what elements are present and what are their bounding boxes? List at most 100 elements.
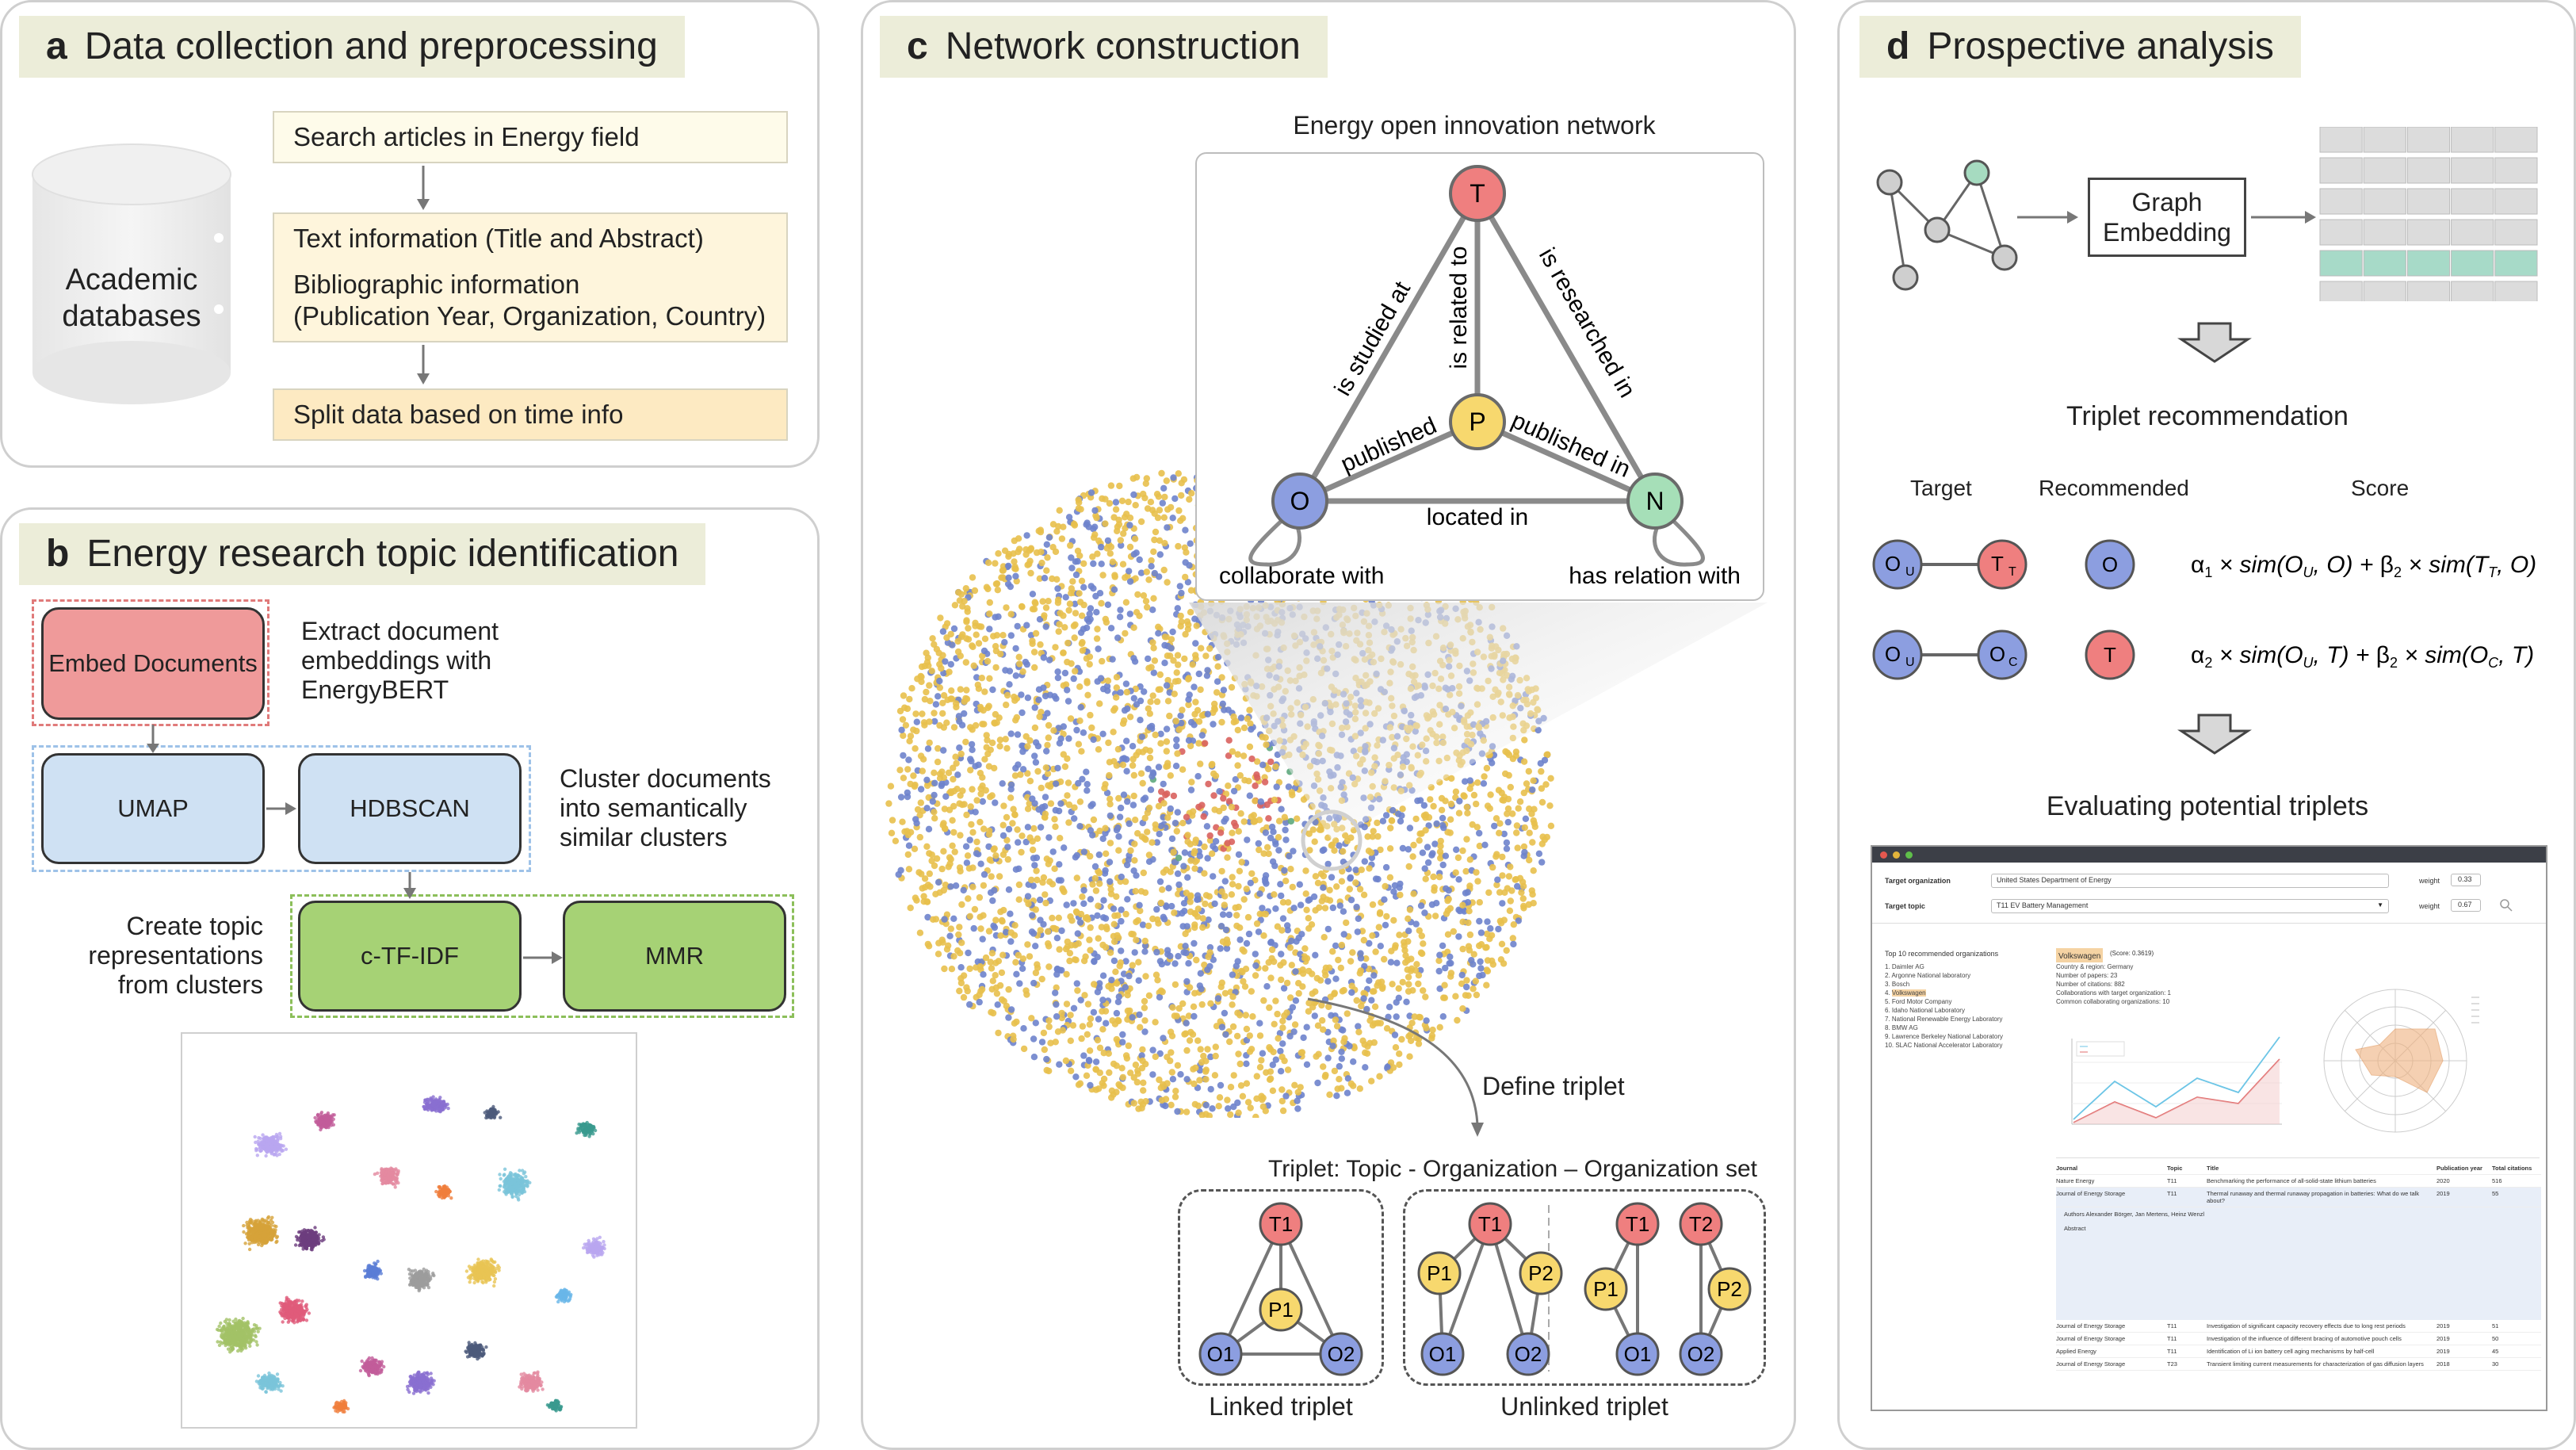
org-rank: 7. bbox=[1885, 1016, 1892, 1023]
cluster-dashed-frame bbox=[32, 745, 531, 872]
table-header-cell: Publication year bbox=[2436, 1165, 2482, 1172]
table-cell: 45 bbox=[2492, 1348, 2499, 1355]
unlinked-b-t1: T1 bbox=[1615, 1202, 1660, 1246]
org-name: Argonne National laboratory bbox=[1891, 972, 1971, 979]
row2-target-a-label: O bbox=[1885, 642, 1901, 666]
weight1-label: weight bbox=[2419, 877, 2440, 885]
unlinked-b-p1-label: P1 bbox=[1593, 1277, 1619, 1301]
unlinked-a-o1: O1 bbox=[1420, 1332, 1465, 1376]
org-list-item[interactable]: 5. Ford Motor Company bbox=[1885, 997, 2043, 1006]
table-cell: Journal of Energy Storage bbox=[2056, 1360, 2126, 1368]
search-icon[interactable] bbox=[2498, 897, 2514, 913]
unlinked-triplet-frame bbox=[1403, 1189, 1766, 1386]
node-t-label: T bbox=[1470, 179, 1485, 208]
org-detail-line: Country & region: Germany bbox=[2056, 963, 2134, 970]
edge-related-to: is related to bbox=[1446, 246, 1472, 369]
topic-note-line3: from clusters bbox=[117, 970, 263, 999]
edge-has-relation-with: has relation with bbox=[1569, 563, 1741, 589]
org-list-item[interactable]: 10. SLAC National Accelerator Laboratory bbox=[1885, 1041, 2043, 1050]
org-list-item[interactable]: 2. Argonne National laboratory bbox=[1885, 971, 2043, 980]
table-cell: 2018 bbox=[2436, 1360, 2450, 1368]
row1-coef2-sub: 2 bbox=[2394, 564, 2402, 580]
row2-coef2-sub: 2 bbox=[2390, 655, 2398, 671]
embed-note-line1: Extract document bbox=[301, 617, 499, 645]
table-cell: Journal of Energy Storage bbox=[2056, 1335, 2126, 1342]
node-o: O bbox=[1271, 472, 1328, 530]
row2-recommended: T bbox=[2085, 629, 2135, 680]
row2-coef1: α bbox=[2191, 642, 2204, 668]
weight1-input[interactable]: 0.33 bbox=[2451, 874, 2481, 886]
org-list-item[interactable]: 1. Daimler AG bbox=[1885, 962, 2043, 971]
linked-p1: P1 bbox=[1259, 1287, 1303, 1332]
cluster-note: Cluster documents into semantically simi… bbox=[560, 764, 771, 852]
org-name: Daimler AG bbox=[1891, 963, 1924, 970]
weight2-label: weight bbox=[2419, 902, 2440, 910]
linked-t1: T1 bbox=[1259, 1202, 1303, 1246]
row1-target-b-sub: T bbox=[2008, 565, 2016, 579]
define-triplet-arrow bbox=[1307, 997, 1484, 1137]
table-cell: Nature Energy bbox=[2056, 1177, 2095, 1184]
edge-collaborate-with: collaborate with bbox=[1219, 563, 1384, 589]
embedding-arrows bbox=[2017, 211, 2316, 224]
down-arrow-1 bbox=[2177, 322, 2252, 363]
org-list-item[interactable]: 3. Bosch bbox=[1885, 980, 2043, 989]
unlinked-a-p1: P1 bbox=[1417, 1251, 1462, 1295]
node-p-label: P bbox=[1469, 407, 1485, 436]
row2-target-b-sub: C bbox=[2008, 656, 2018, 669]
org-list-item[interactable]: 7. National Renewable Energy Laboratory bbox=[1885, 1015, 2043, 1023]
org-name: National Renewable Energy Laboratory bbox=[1891, 1016, 2003, 1023]
table-cell: 2019 bbox=[2436, 1322, 2450, 1329]
close-dot-icon[interactable] bbox=[1880, 851, 1887, 859]
node-n-label: N bbox=[1645, 487, 1664, 515]
network-title: Energy open innovation network bbox=[1293, 111, 1656, 140]
table-header-cell: Topic bbox=[2167, 1165, 2183, 1172]
minimize-dot-icon[interactable] bbox=[1893, 851, 1900, 859]
org-list-item[interactable]: 6. Idaho National Laboratory bbox=[1885, 1006, 2043, 1015]
org-rank: 2. bbox=[1885, 972, 1892, 979]
org-rank: 8. bbox=[1885, 1024, 1892, 1031]
authors-label: Authors bbox=[2064, 1211, 2086, 1218]
org-detail-line: Common collaborating organizations: 10 bbox=[2056, 998, 2170, 1005]
org-name: Lawrence Berkeley National Laboratory bbox=[1891, 1033, 2003, 1040]
maximize-dot-icon[interactable] bbox=[1905, 851, 1913, 859]
row2-target-a-sub: U bbox=[1905, 656, 1915, 669]
step-split-label: Split data based on time info bbox=[293, 400, 624, 429]
panel-b-title: Energy research topic identification bbox=[86, 533, 679, 575]
weight2-input[interactable]: 0.67 bbox=[2451, 899, 2481, 912]
org-list-item[interactable]: 9. Lawrence Berkeley National Laboratory bbox=[1885, 1032, 2043, 1041]
table-cell: T11 bbox=[2167, 1190, 2177, 1197]
step-text-line1: Text information (Title and Abstract) bbox=[293, 224, 704, 253]
row2-coef2: β bbox=[2376, 642, 2390, 668]
unlinked-b-t2: T2 bbox=[1679, 1202, 1723, 1246]
node-n: N bbox=[1626, 472, 1684, 530]
table-cell: 2019 bbox=[2436, 1335, 2450, 1342]
hdbscan-label: HDBSCAN bbox=[350, 794, 470, 822]
target-org-input[interactable]: United States Department of Energy bbox=[1991, 874, 2389, 888]
table-cell: T11 bbox=[2167, 1177, 2177, 1184]
table-cell: 2020 bbox=[2436, 1177, 2450, 1184]
org-list-item[interactable]: 4. Volkswagen bbox=[1885, 989, 2043, 997]
db-label: Academic databases bbox=[44, 262, 219, 335]
graph-embedding-line1: Graph bbox=[2131, 188, 2203, 216]
row1-recommended-label: O bbox=[2102, 553, 2118, 576]
db-label-line1: Academic bbox=[65, 263, 198, 297]
target-topic-select[interactable]: T11 EV Battery Management▼ bbox=[1991, 899, 2389, 913]
arrow-ctfidf-mmr bbox=[523, 951, 563, 964]
row1-coef1: α bbox=[2191, 552, 2204, 578]
table-cell: 55 bbox=[2492, 1190, 2499, 1197]
unlinked-b-t2-label: T2 bbox=[1689, 1212, 1713, 1236]
table-cell: Transient limiting current measurements … bbox=[2207, 1360, 2424, 1368]
org-list-item[interactable]: 8. BMW AG bbox=[1885, 1023, 2043, 1032]
zoom-projection bbox=[1189, 603, 1768, 871]
